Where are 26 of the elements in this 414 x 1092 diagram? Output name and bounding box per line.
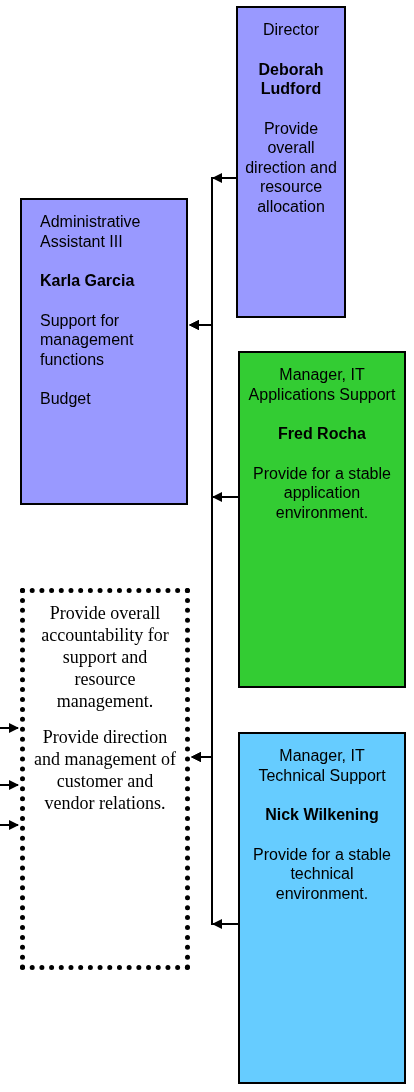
arrowhead <box>212 919 222 929</box>
dotted-text-box <box>20 588 190 970</box>
role-text: Provide overall accountability for support and resource management. <box>40 603 170 713</box>
role-text: Provide for a stable application environment. <box>252 463 392 523</box>
person-name: Nick Wilkening <box>264 805 380 825</box>
person-name: Karla Garcia <box>40 271 136 291</box>
connector-arrow <box>0 820 19 830</box>
role-text: Administrative Assistant III <box>40 212 142 252</box>
role-text: Provide direction and management of customer and vendor relations. <box>33 726 177 815</box>
person-name: Deborah Ludford <box>257 59 325 99</box>
role-box <box>238 732 406 1084</box>
role-text: Director <box>262 20 320 40</box>
role-text: Provide overall direction and resource allocation <box>244 118 338 217</box>
role-text: Support for management functions <box>40 310 135 370</box>
role-text: Manager, IT Technical Support <box>257 746 387 786</box>
person-name: Fred Rocha <box>277 424 367 444</box>
role-text: Manager, IT Applications Support <box>247 365 397 405</box>
connector-arrow <box>0 780 19 790</box>
role-box <box>20 198 188 505</box>
role-text: Budget <box>40 389 92 409</box>
role-text: Provide for a stable technical environment. <box>252 844 392 904</box>
role-box <box>238 351 406 688</box>
connector-arrow <box>0 723 19 733</box>
role-box <box>236 6 346 318</box>
arrowhead <box>212 173 222 183</box>
arrowhead <box>212 492 222 502</box>
